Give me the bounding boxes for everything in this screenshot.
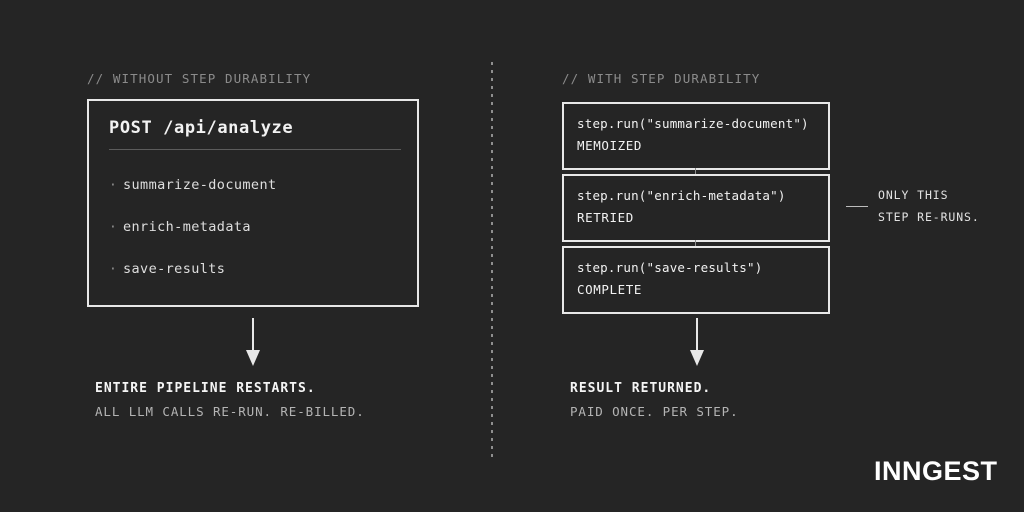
outcome-secondary-text: ALL LLM CALLS RE-RUN. RE-BILLED. xyxy=(95,404,365,419)
step-box: step.run("summarize-document") MEMOIZED xyxy=(562,102,830,170)
annotation-leader-line xyxy=(846,206,868,207)
arrow-head xyxy=(246,350,260,366)
annotation-line: ONLY THIS xyxy=(878,188,949,202)
step-connector xyxy=(695,240,696,246)
step-box: step.run("save-results") COMPLETE xyxy=(562,246,830,314)
arrow-shaft xyxy=(252,318,254,352)
list-item-label: summarize-document xyxy=(123,177,277,193)
inngest-logo: INNGEST xyxy=(874,458,998,485)
down-arrow-icon xyxy=(690,318,704,366)
right-column-header: // WITH STEP DURABILITY xyxy=(562,71,761,86)
title-divider-rule xyxy=(109,149,401,150)
bullet-icon: · xyxy=(109,219,117,235)
left-column-header: // WITHOUT STEP DURABILITY xyxy=(87,71,312,86)
arrow-head xyxy=(690,350,704,366)
left-outcome-caption: ENTIRE PIPELINE RESTARTS. ALL LLM CALLS … xyxy=(95,381,365,419)
monolithic-request-card: POST /api/analyze · summarize-document ·… xyxy=(87,99,419,307)
right-outcome-caption: RESULT RETURNED. PAID ONCE. PER STEP. xyxy=(570,381,739,419)
annotation-line: STEP RE-RUNS. xyxy=(878,210,980,224)
list-item: · save-results xyxy=(109,248,401,290)
status-badge: RETRIED xyxy=(577,210,634,225)
pipeline-step-list: · summarize-document · enrich-metadata ·… xyxy=(109,164,401,290)
bullet-icon: · xyxy=(109,261,117,277)
inngest-wordmark: INNGEST xyxy=(874,456,998,486)
outcome-primary-text: RESULT RETURNED. xyxy=(570,381,712,396)
bullet-icon: · xyxy=(109,177,117,193)
arrow-shaft xyxy=(696,318,698,352)
step-call-text: step.run("save-results") xyxy=(577,260,763,275)
column-divider xyxy=(491,62,493,460)
status-badge: COMPLETE xyxy=(577,282,643,297)
status-badge: MEMOIZED xyxy=(577,138,643,153)
step-call-text: step.run("enrich-metadata") xyxy=(577,188,786,203)
outcome-secondary-text: PAID ONCE. PER STEP. xyxy=(570,404,739,419)
step-box: step.run("enrich-metadata") RETRIED xyxy=(562,174,830,242)
list-item-label: enrich-metadata xyxy=(123,219,251,235)
step-call-text: step.run("summarize-document") xyxy=(577,116,809,131)
list-item: · enrich-metadata xyxy=(109,206,401,248)
list-item: · summarize-document xyxy=(109,164,401,206)
step-connector xyxy=(695,168,696,174)
down-arrow-icon xyxy=(246,318,260,366)
outcome-primary-text: ENTIRE PIPELINE RESTARTS. xyxy=(95,381,316,396)
endpoint-title: POST /api/analyze xyxy=(109,118,294,138)
list-item-label: save-results xyxy=(123,261,226,277)
